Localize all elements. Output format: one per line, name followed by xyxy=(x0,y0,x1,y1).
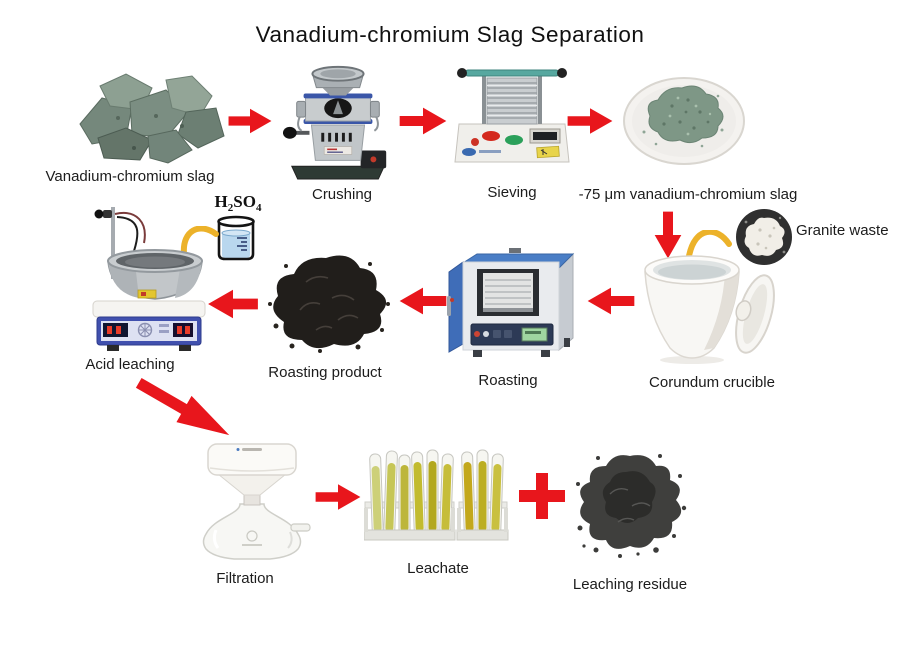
arrow-product-to-leaching-icon xyxy=(208,289,258,319)
acid-leaching-label: Acid leaching xyxy=(85,356,175,373)
leaching-residue-label: Leaching residue xyxy=(572,576,688,593)
leachate-label: Leachate xyxy=(407,560,469,577)
arrow-slag-to-crushing-icon xyxy=(228,108,272,134)
arrow-fine-slag-to-crucible-icon xyxy=(654,211,682,259)
diagram-title: Vanadium-chromium Slag Separation xyxy=(255,22,645,47)
crushing-label: Crushing xyxy=(311,186,373,203)
slag-rocks-illustration xyxy=(79,73,225,164)
filtration-illustration xyxy=(202,443,311,560)
granite-waste-label: Granite waste xyxy=(796,222,889,239)
arrow-roasting-to-product-icon xyxy=(399,287,447,315)
roasting-product-illustration xyxy=(268,255,390,353)
arrow-sieving-to-fine-slag-icon xyxy=(567,108,613,134)
crucible-label: Corundum crucible xyxy=(649,374,775,391)
h2so4-label: H2SO4 xyxy=(214,192,262,214)
filtration-label: Filtration xyxy=(216,570,274,587)
leaching-residue-illustration xyxy=(576,454,687,558)
plus-icon xyxy=(519,473,565,519)
fine-slag-powder-illustration xyxy=(623,77,745,165)
sieving-machine-illustration xyxy=(454,68,570,163)
roasting-label: Roasting xyxy=(478,372,538,389)
roasting-furnace-illustration xyxy=(447,248,575,357)
crushing-machine-illustration xyxy=(283,65,387,180)
acid-leaching-illustration xyxy=(92,207,206,351)
corundum-crucible-illustration xyxy=(644,255,775,364)
roasting-product-label: Roasting product xyxy=(268,364,382,381)
sieving-label: Sieving xyxy=(487,184,537,201)
arrow-crucible-to-roasting-icon xyxy=(587,287,635,315)
fine-slag-label: -75 μm vanadium-chromium slag xyxy=(578,186,798,203)
arrow-leaching-to-filtration-icon xyxy=(135,377,230,436)
leachate-illustration xyxy=(364,449,509,541)
h2so4-beaker-illustration xyxy=(217,215,255,261)
arrow-filtration-to-leachate-icon xyxy=(315,484,361,510)
granite-waste-illustration xyxy=(736,209,792,265)
arrow-crushing-to-sieving-icon xyxy=(399,107,447,135)
slag-label: Vanadium-chromium slag xyxy=(45,168,215,185)
